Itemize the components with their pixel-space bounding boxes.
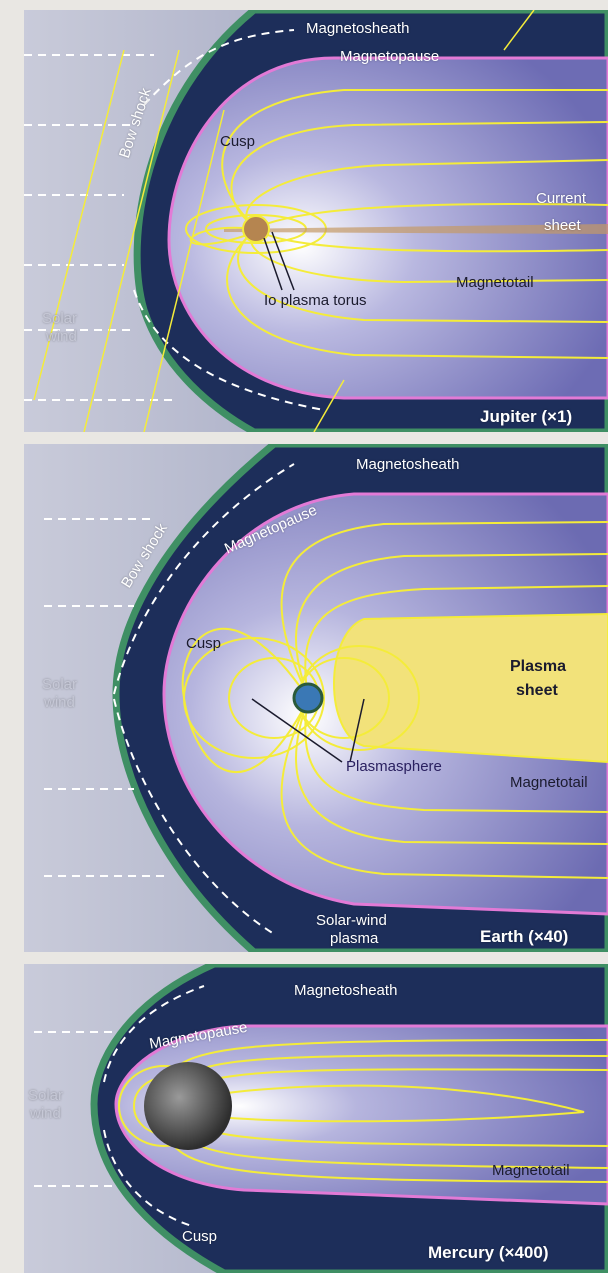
earth-plasma-sheet-label-2: sheet <box>516 682 558 699</box>
jupiter-current-label-1: Current <box>536 190 587 207</box>
mercury-planet <box>144 1062 232 1150</box>
earth-planet <box>292 682 324 714</box>
earth-plasmasphere-label: Plasmasphere <box>346 758 442 775</box>
jupiter-title-magnetosheath: Magnetosheath <box>306 20 410 37</box>
plasmasphere-pointers <box>251 698 365 763</box>
jupiter-solar-wind-label-2: wind <box>46 328 77 345</box>
jupiter-panel-title: Jupiter (×1) <box>480 407 573 426</box>
jupiter-cusp-label: Cusp <box>220 133 256 150</box>
earth-cusp-label: Cusp <box>186 635 222 652</box>
solar-wind-arrows <box>44 463 295 935</box>
mercury-solar-wind-label-1: Solar <box>28 1087 64 1104</box>
mercury-panel-title: Mercury (×400) <box>428 1243 549 1262</box>
earth-solar-wind-label-1: Solar <box>42 676 78 693</box>
jupiter-solar-wind-label-1: Solar <box>42 310 78 327</box>
solar-wind-arrows <box>24 29 325 411</box>
field-lines <box>181 521 608 879</box>
mercury-magnetosheath-label: Magnetosheath <box>294 982 398 999</box>
earth-plasma-sheet-label-1: Plasma <box>510 658 567 675</box>
mercury-solar-wind-label-2: wind <box>30 1105 61 1122</box>
earth-magnetotail-label: Magnetotail <box>510 774 588 791</box>
jupiter-magnetotail-label: Magnetotail <box>456 274 534 291</box>
solar-wind-arrows <box>34 985 205 1227</box>
earth-solar-wind-label-2: wind <box>44 694 75 711</box>
jupiter-diagram <box>24 10 608 432</box>
field-lines <box>185 89 608 359</box>
earth-sw-plasma-label-1: Solar-wind <box>316 912 387 929</box>
jupiter-panel: Magnetosheath Magnetopause Bow shock Cus… <box>24 10 608 432</box>
plasma-sheet <box>333 612 608 764</box>
mercury-cusp-label: Cusp <box>182 1228 218 1245</box>
mercury-magnetotail-label: Magnetotail <box>492 1162 570 1179</box>
jupiter-current-label-2: sheet <box>544 217 581 234</box>
earth-magnetosheath-label: Magnetosheath <box>356 456 460 473</box>
earth-panel-title: Earth (×40) <box>480 927 569 946</box>
jupiter-io-torus-label: Io plasma torus <box>264 292 367 309</box>
io-torus-pointers <box>263 231 295 291</box>
imf-lines <box>33 10 535 432</box>
jupiter-title-magnetopause: Magnetopause <box>340 48 440 65</box>
mercury-panel: Magnetosheath Magnetopause Solar wind Ma… <box>24 964 608 1273</box>
earth-panel: Magnetosheath Magnetopause Bow shock Cus… <box>24 444 608 952</box>
earth-sw-plasma-label-2: plasma <box>330 930 379 947</box>
jupiter-planet <box>242 215 270 243</box>
current-sheet <box>224 224 608 234</box>
mercury-diagram <box>24 964 608 1273</box>
earth-diagram <box>24 444 608 952</box>
